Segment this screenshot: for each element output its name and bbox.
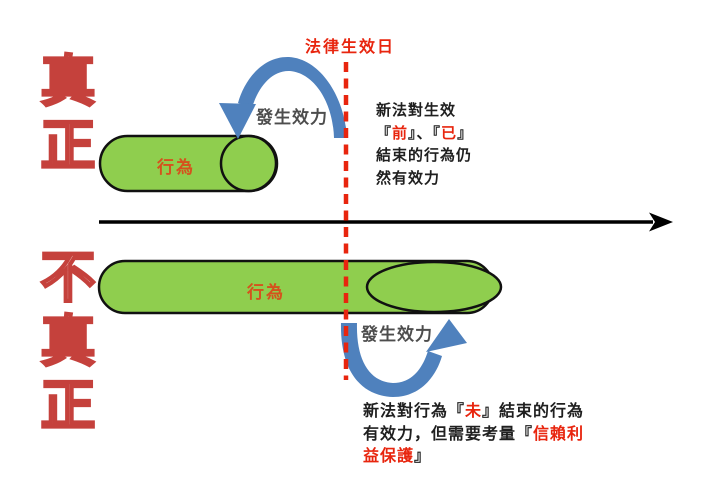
forward-arrowhead-bottom-icon [426, 319, 467, 352]
timeline-arrowhead-icon [649, 212, 673, 232]
effective-date-title: 法律生效日 [304, 37, 395, 56]
behavior-end-ellipse-bottom [365, 260, 503, 314]
behavior-end-circle-top [219, 134, 278, 193]
retroactive-arrowhead-top-icon [219, 103, 256, 139]
retroactive-arc-top [238, 56, 347, 138]
untrue-retroactivity-label: 不真正 [30, 247, 98, 442]
note-effective-before: 新法對生效 『前』、『已』 結束的行為仍 然有效力 [376, 101, 474, 187]
behavior-label-top: 行為 [157, 158, 195, 178]
behavior-label-bottom: 行為 [247, 283, 285, 303]
takes-effect-label-top: 發生效力 [256, 108, 328, 128]
forward-arc-bottom [340, 323, 442, 397]
true-retroactivity-label: 真正 [30, 51, 98, 182]
note-effective-unfinished: 新法對行為『未』結束的行為 有效力，但需要考量『信賴利 益保護』 [363, 401, 585, 465]
takes-effect-label-bottom: 發生效力 [361, 325, 433, 345]
